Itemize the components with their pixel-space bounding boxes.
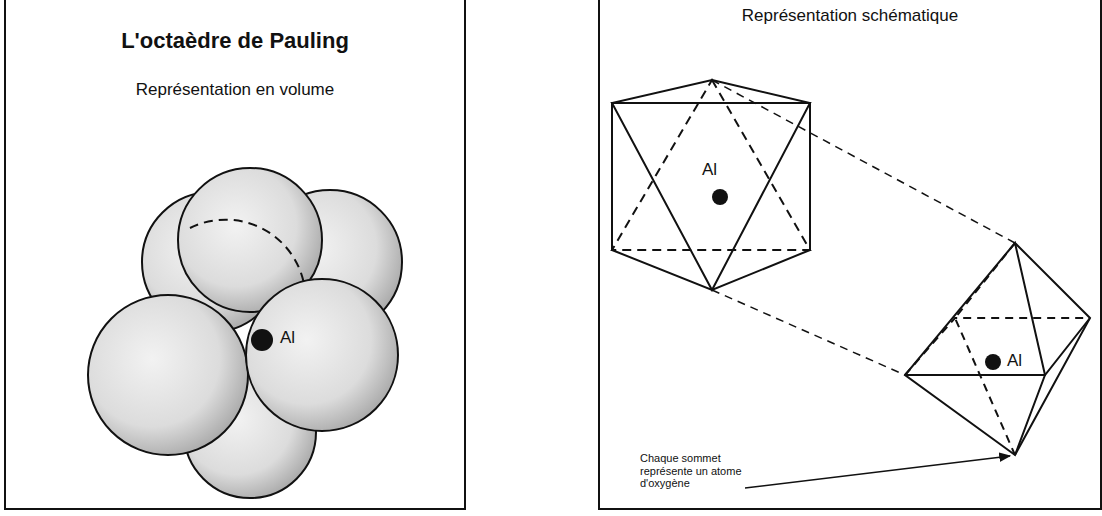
octahedron-top-view <box>612 80 810 290</box>
atom-label: Al <box>702 160 717 180</box>
callout-note: Chaque sommet représente un atome d'oxyg… <box>640 452 758 490</box>
panel-subtitle: Représentation en volume <box>6 80 464 100</box>
sphere-model <box>88 168 402 498</box>
panel-title: L'octaèdre de Pauling <box>6 28 464 54</box>
atom-label: Al <box>1007 351 1022 371</box>
projection-lines <box>712 80 1015 375</box>
atom-label: Al <box>280 328 295 348</box>
panel: Représentation schématique <box>598 0 1102 510</box>
callout-arrow <box>745 456 1010 488</box>
octahedron-side-view <box>905 243 1090 455</box>
panel: L'octaèdre de PaulingReprésentation en v… <box>4 0 466 510</box>
panel-title: Représentation schématique <box>600 6 1100 26</box>
